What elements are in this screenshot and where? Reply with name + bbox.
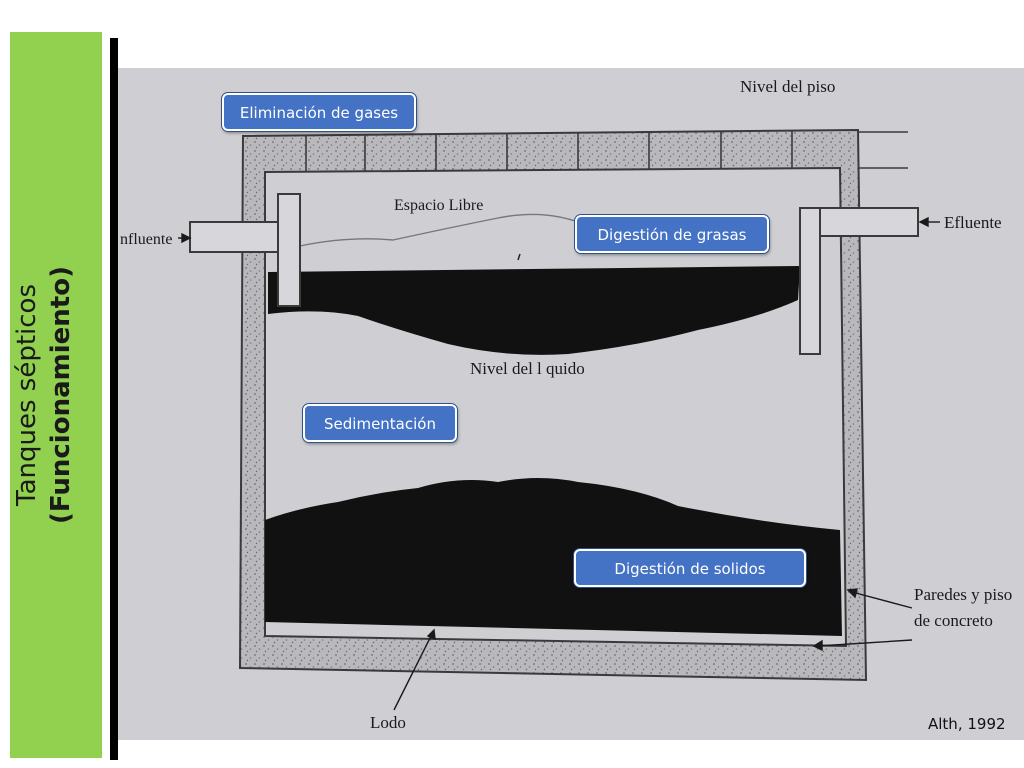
label-effluent: Efluente [944,213,1002,232]
slide-title: Tanques sépticos (Funcionamiento) [10,185,102,605]
callout-grease-digestion: Digestión de grasas [575,215,769,253]
ground-level-lines [858,131,908,169]
scum-layer [268,266,800,355]
callout-solids-digestion: Digestión de solidos [574,549,806,587]
inlet-pipe [189,193,301,307]
callout-sedimentation: Sedimentación [303,404,457,442]
label-influent: nfluente [120,231,172,248]
citation-text: Alth, 1992 [928,715,1006,733]
slide-title-line1: Tanques sépticos [12,284,42,506]
lid-blocks [305,131,793,172]
annotation-arrows [178,216,940,711]
label-walls-line2: de concreto [914,611,993,630]
label-liquid-level: Nivel del l quido [470,359,585,378]
sludge-layer [265,478,842,636]
label-walls: Paredes y piso [914,585,1012,604]
label-floor-level: Nivel del piso [740,77,835,96]
outlet-pipe [799,207,919,355]
slide-title-line2: (Funcionamiento) [46,266,76,524]
callout-gas-removal: Eliminación de gases [222,93,416,131]
label-sludge: Lodo [370,713,406,732]
title-sidebar [10,32,102,758]
concrete-walls [238,128,868,682]
septic-tank-diagram: Nivel del piso Espacio Libre nfluente Ef… [118,68,1024,740]
vertical-divider [110,38,118,760]
label-free-space: Espacio Libre [394,197,483,214]
